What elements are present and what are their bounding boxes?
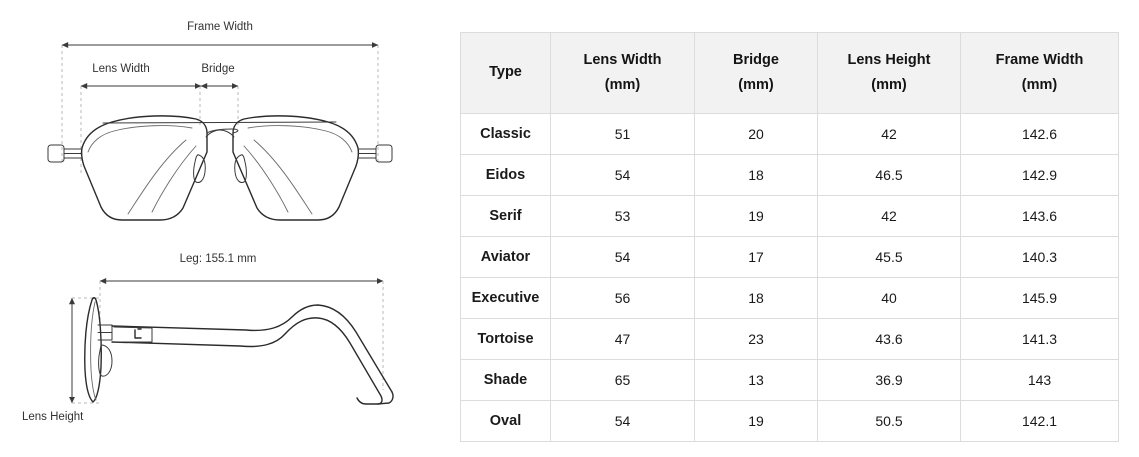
cell-bridge: 20 — [694, 113, 818, 155]
diagram-panel: Frame Width Lens Width Bridge — [0, 0, 455, 457]
specifications-table: Type Lens Width (mm) Bridge (mm) Lens He… — [460, 32, 1119, 442]
cell-lens_height: 50.5 — [817, 400, 961, 442]
cell-lens_width: 54 — [550, 154, 695, 196]
leg-length-label: Leg: 155.1 mm — [180, 253, 257, 265]
cell-lens_width: 54 — [550, 400, 695, 442]
cell-lens_height: 42 — [817, 113, 961, 155]
cell-type: Shade — [460, 359, 551, 401]
glasses-side-drawing — [84, 297, 394, 405]
cell-lens_width: 54 — [550, 236, 695, 278]
cell-bridge: 23 — [694, 318, 818, 360]
header-lens-height: Lens Height (mm) — [817, 32, 961, 114]
cell-type: Executive — [460, 277, 551, 319]
glasses-front-drawing — [47, 115, 393, 221]
brand-logo-icon — [134, 328, 142, 339]
front-view-group: Frame Width Lens Width Bridge — [47, 21, 393, 221]
cell-lens_width: 53 — [550, 195, 695, 237]
bridge-label: Bridge — [201, 63, 234, 75]
frame-width-label: Frame Width — [187, 21, 253, 33]
header-lens-width: Lens Width (mm) — [550, 32, 695, 114]
side-view-group: Leg: 155.1 mm Lens Height — [22, 253, 394, 423]
header-bridge-unit: (mm) — [738, 77, 774, 93]
cell-bridge: 19 — [694, 195, 818, 237]
cell-frame_width: 142.6 — [960, 113, 1119, 155]
cell-frame_width: 142.1 — [960, 400, 1119, 442]
cell-lens_height: 43.6 — [817, 318, 961, 360]
specifications-table-panel: Type Lens Width (mm) Bridge (mm) Lens He… — [460, 32, 1119, 442]
cell-type: Classic — [460, 113, 551, 155]
lens-width-label: Lens Width — [92, 63, 150, 75]
eyeglasses-diagram: Frame Width Lens Width Bridge — [22, 21, 394, 423]
cell-frame_width: 143 — [960, 359, 1119, 401]
cell-frame_width: 142.9 — [960, 154, 1119, 196]
cell-frame_width: 140.3 — [960, 236, 1119, 278]
cell-bridge: 19 — [694, 400, 818, 442]
cell-frame_width: 141.3 — [960, 318, 1119, 360]
header-lens-height-unit: (mm) — [871, 77, 907, 93]
cell-lens_height: 42 — [817, 195, 961, 237]
header-frame-width-unit: (mm) — [1021, 77, 1058, 93]
header-lens-width-unit: (mm) — [604, 77, 641, 93]
cell-type: Tortoise — [460, 318, 551, 360]
cell-type: Eidos — [460, 154, 551, 196]
header-type: Type — [460, 32, 551, 114]
cell-lens_width: 47 — [550, 318, 695, 360]
cell-bridge: 18 — [694, 154, 818, 196]
cell-type: Oval — [460, 400, 551, 442]
header-lens-height-title: Lens Height — [847, 51, 931, 68]
cell-lens_width: 65 — [550, 359, 695, 401]
table-header: Type Lens Width (mm) Bridge (mm) Lens He… — [460, 32, 1119, 114]
cell-lens_width: 56 — [550, 277, 695, 319]
header-bridge-title: Bridge — [733, 51, 779, 68]
lens-height-label: Lens Height — [22, 411, 84, 423]
cell-bridge: 13 — [694, 359, 818, 401]
cell-type: Aviator — [460, 236, 551, 278]
cell-bridge: 17 — [694, 236, 818, 278]
header-frame-width: Frame Width (mm) — [960, 32, 1119, 114]
cell-type: Serif — [460, 195, 551, 237]
header-frame-width-title: Frame Width — [995, 51, 1084, 68]
cell-lens_height: 36.9 — [817, 359, 961, 401]
cell-lens_height: 45.5 — [817, 236, 961, 278]
cell-frame_width: 143.6 — [960, 195, 1119, 237]
header-lens-width-title: Lens Width — [583, 51, 662, 68]
cell-frame_width: 145.9 — [960, 277, 1119, 319]
cell-bridge: 18 — [694, 277, 818, 319]
cell-lens_width: 51 — [550, 113, 695, 155]
header-type-title: Type — [489, 64, 522, 81]
table-header-row: Type Lens Width (mm) Bridge (mm) Lens He… — [460, 32, 1119, 114]
header-bridge: Bridge (mm) — [694, 32, 818, 114]
cell-lens_height: 40 — [817, 277, 961, 319]
cell-lens_height: 46.5 — [817, 154, 961, 196]
